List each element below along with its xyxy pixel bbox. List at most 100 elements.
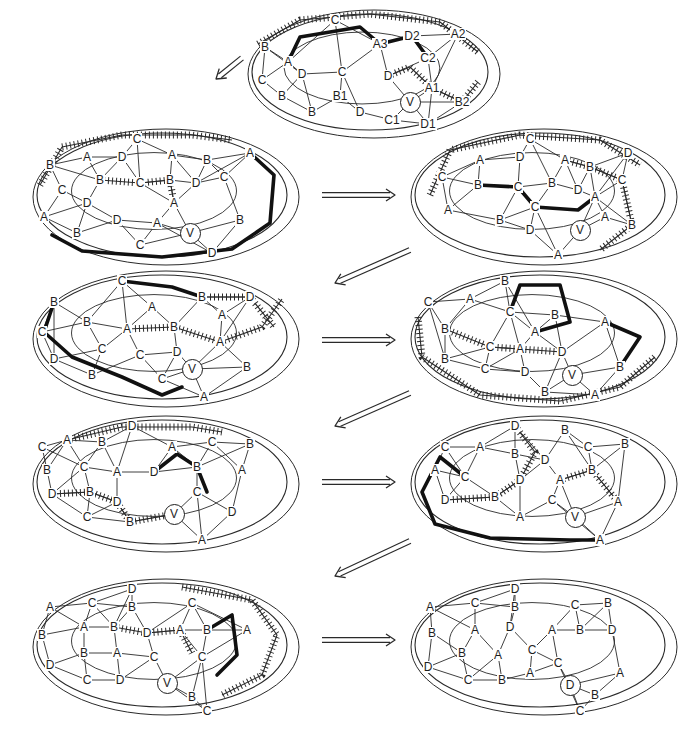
vertex-label: C xyxy=(157,373,168,385)
transition-arrow xyxy=(335,274,346,285)
vertex-label: A xyxy=(79,621,89,633)
vertex-label: D xyxy=(573,184,584,196)
transition-arrow xyxy=(339,248,409,279)
vertex-label: B xyxy=(85,486,95,498)
transition-arrow xyxy=(386,634,395,646)
graph-edge xyxy=(204,367,247,397)
transition-arrow xyxy=(341,543,411,576)
vertex-label: D xyxy=(142,627,153,639)
vertex-label: D xyxy=(207,247,218,259)
transition-arrow xyxy=(339,539,409,572)
vertex-label: D xyxy=(510,420,521,432)
vertex-circle: V xyxy=(400,92,421,113)
transition-arrow xyxy=(322,637,390,638)
vertex-label: B xyxy=(440,323,450,335)
vertex-label: A xyxy=(217,309,227,321)
hatched-chain xyxy=(67,427,222,440)
vertex-name: V xyxy=(571,511,579,523)
graph-edge xyxy=(562,322,605,352)
graph-edge xyxy=(510,312,555,315)
vertex-label: B xyxy=(49,296,59,308)
vertex-label: A xyxy=(169,197,179,209)
vertex-label: A xyxy=(555,474,565,486)
vertex-label: A xyxy=(493,649,503,661)
vertex-circle: D xyxy=(560,675,581,696)
vertex-label: B xyxy=(627,219,637,231)
vertex-circle: V xyxy=(562,365,583,386)
region-outline xyxy=(37,420,287,544)
vertex-label: A xyxy=(45,601,55,613)
hatched-chain xyxy=(445,329,562,352)
region-outline xyxy=(450,153,615,230)
graph-edge xyxy=(122,281,127,329)
vertex-name: V xyxy=(186,227,194,239)
vertex-label: D xyxy=(525,224,536,236)
vertex-label: D xyxy=(245,291,256,303)
transition-arrow xyxy=(322,479,390,480)
vertex-label: A xyxy=(443,204,453,216)
region-outline xyxy=(33,129,299,265)
vertex-label: B xyxy=(97,436,107,448)
transition-arrow xyxy=(322,197,390,198)
graph-edge xyxy=(445,347,490,359)
vertex-label: A xyxy=(475,441,485,453)
vertex-label: B xyxy=(125,516,135,528)
vertex-label: B xyxy=(540,386,550,398)
vertex-label: D xyxy=(515,151,526,163)
vertex-label: B xyxy=(72,227,82,239)
vertex-label: D xyxy=(117,151,128,163)
vertex-label: D xyxy=(423,661,434,673)
vertex-label: D xyxy=(49,353,60,365)
vertex-name: V xyxy=(163,677,171,689)
vertex-label: A xyxy=(237,464,247,476)
vertex-label: B xyxy=(510,601,520,613)
vertex-label: C xyxy=(132,133,143,145)
region-outline xyxy=(411,271,677,407)
vertex-name: V xyxy=(568,369,576,381)
vertex-label: A2 xyxy=(450,28,467,40)
region-outline xyxy=(411,416,677,552)
vertex-label: B xyxy=(127,601,137,613)
vertex-label: A xyxy=(553,249,563,261)
kempe-chain xyxy=(510,285,570,332)
transition-arrow xyxy=(335,417,346,428)
vertex-label: C xyxy=(513,181,524,193)
transition-arrow xyxy=(341,252,411,283)
vertex-name: V xyxy=(170,508,178,520)
vertex-circle: V xyxy=(164,504,185,525)
vertex-label: C xyxy=(79,461,90,473)
vertex-label: D xyxy=(112,214,123,226)
vertex-label: C xyxy=(470,597,481,609)
graph-edge xyxy=(157,223,212,253)
vertex-label: C xyxy=(480,363,491,375)
region-outline xyxy=(72,295,237,372)
vertex-label: C xyxy=(219,171,230,183)
vertex-label: A xyxy=(547,624,557,636)
region-outline xyxy=(72,153,237,230)
vertex-label: A xyxy=(475,154,485,166)
kempe-chain xyxy=(122,281,202,297)
transition-arrow xyxy=(386,334,395,346)
region-outline xyxy=(411,129,677,265)
vertex-label: D xyxy=(112,496,123,508)
graph-edge xyxy=(42,627,84,635)
region-outline xyxy=(248,10,500,138)
vertex-label: C xyxy=(527,644,538,656)
vertex-circle: V xyxy=(182,359,203,380)
vertex-label: D xyxy=(623,147,634,159)
vertex-label: D xyxy=(557,346,568,358)
vertex-label: B xyxy=(575,624,585,636)
vertex-label: A xyxy=(600,316,610,328)
region-outline xyxy=(33,416,299,552)
vertex-label: B xyxy=(197,291,207,303)
region-outline xyxy=(72,603,237,680)
hatched-chain xyxy=(418,317,655,401)
vertex-label: A xyxy=(515,343,525,355)
hatched-chain xyxy=(445,329,562,352)
vertex-label: C1 xyxy=(383,114,400,126)
region-outline xyxy=(450,440,615,517)
vertex-label: D xyxy=(515,474,526,486)
vertex-label: D xyxy=(520,366,531,378)
vertex-label: B xyxy=(615,361,625,373)
